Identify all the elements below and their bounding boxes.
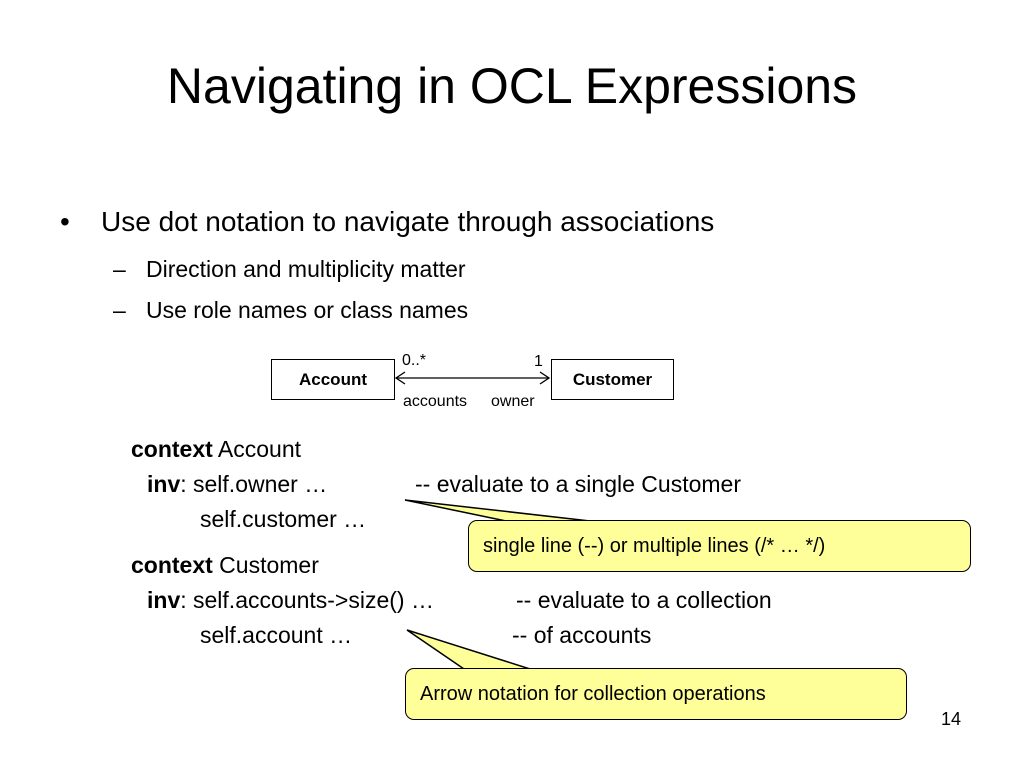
class-account-label: Account (299, 369, 367, 389)
multiplicity-left: 0..* (402, 352, 427, 369)
bullet-text: Use dot notation to navigate through ass… (101, 206, 715, 237)
subbullet-marker-2: – (113, 297, 126, 323)
role-right: owner (491, 393, 535, 410)
code-block-1-context: context Account (131, 438, 301, 461)
callout-arrow-notation-text: Arrow notation for collection operations (420, 682, 766, 705)
class-account-box: Account (271, 359, 395, 400)
code-block-1-line2: self.customer … (200, 506, 367, 532)
callout-arrow-notation: Arrow notation for collection operations (405, 668, 907, 720)
code-block-2-inv: inv: self.accounts->size() … (147, 589, 434, 612)
multiplicity-right: 1 (534, 353, 543, 370)
callout-comments: single line (--) or multiple lines (/* …… (468, 520, 971, 572)
arrowhead-left (394, 371, 406, 385)
subbullet-marker-1: – (113, 256, 126, 282)
code-block-2-line2: self.account … (200, 622, 353, 648)
subbullet-text-2: Use role names or class names (146, 297, 469, 323)
subbullet-text-1: Direction and multiplicity matter (146, 256, 466, 282)
class-customer-box: Customer (551, 359, 674, 400)
code-block-1-inv: inv: self.owner … (147, 473, 327, 496)
callout-comments-text: single line (--) or multiple lines (/* …… (483, 534, 826, 557)
bullet-marker: • (60, 206, 70, 237)
arrowhead-right (539, 371, 551, 385)
code-block-2-line2-comment: -- of accounts (512, 622, 652, 648)
code-block-1-comment: -- evaluate to a single Customer (415, 471, 741, 497)
context-name: Customer (212, 552, 319, 578)
context-keyword: context (131, 436, 213, 462)
inv-keyword: inv (147, 471, 181, 497)
inv-keyword: inv (147, 587, 181, 613)
slide-title: Navigating in OCL Expressions (166, 58, 858, 114)
inv-expression: : self.owner … (180, 471, 328, 497)
role-left: accounts (403, 393, 468, 410)
code-block-2-comment: -- evaluate to a collection (516, 587, 772, 613)
context-name: Account (212, 436, 302, 462)
inv-expression: : self.accounts->size() … (180, 587, 434, 613)
class-customer-label: Customer (572, 369, 653, 389)
page-number: 14 (941, 709, 962, 729)
context-keyword: context (131, 552, 213, 578)
code-block-2-context: context Customer (131, 554, 319, 577)
